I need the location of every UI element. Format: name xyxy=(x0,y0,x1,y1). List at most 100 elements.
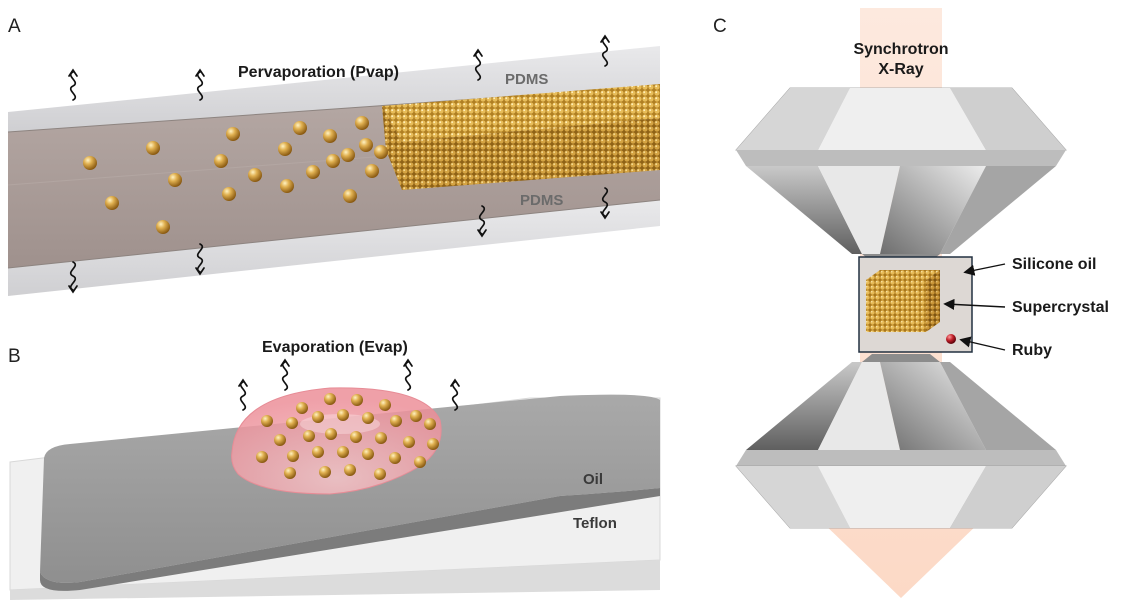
supercrystal-label: Supercrystal xyxy=(1012,299,1109,316)
particle xyxy=(424,418,436,430)
channel-edge-bottom xyxy=(7,199,661,269)
vapor-wave-icon xyxy=(195,68,205,101)
panel-b: B xyxy=(8,339,661,600)
crown-facet xyxy=(736,88,850,150)
particle xyxy=(293,121,307,135)
vapor-waves-bottom-a xyxy=(68,187,610,294)
panel-c: C xyxy=(713,8,1109,598)
pavilion-facet xyxy=(940,362,1056,450)
pdms-top-wall xyxy=(8,46,660,132)
pavilion-facet xyxy=(940,166,1056,254)
vapor-wave-icon xyxy=(600,187,610,220)
particle xyxy=(214,154,228,168)
particle xyxy=(403,436,415,448)
particle xyxy=(83,156,97,170)
beam-label-line2: X-Ray xyxy=(878,61,923,78)
particle xyxy=(374,468,386,480)
evaporating-droplet xyxy=(231,387,442,495)
upper-girdle xyxy=(736,150,1066,166)
particle xyxy=(324,393,336,405)
crown-facet xyxy=(818,466,986,528)
supercrystal-front-face xyxy=(402,118,660,190)
supercrystal-arrow xyxy=(943,298,1006,311)
particle xyxy=(355,116,369,130)
particle xyxy=(390,415,402,427)
vapor-wave-icon xyxy=(68,261,78,294)
particle xyxy=(326,154,340,168)
pavilion-facet xyxy=(746,362,862,450)
particle xyxy=(278,142,292,156)
particle xyxy=(284,467,296,479)
particle xyxy=(427,438,439,450)
particle xyxy=(312,446,324,458)
particle xyxy=(156,220,170,234)
silicone-oil-label: Silicone oil xyxy=(1012,256,1096,273)
pavilion-facet xyxy=(818,166,900,254)
particle xyxy=(286,417,298,429)
vapor-wave-icon xyxy=(600,34,610,67)
crown-facet xyxy=(950,466,1066,528)
particle xyxy=(261,415,273,427)
droplet-particles xyxy=(256,393,439,480)
particle xyxy=(287,450,299,462)
vapor-wave-icon xyxy=(403,358,413,391)
particle xyxy=(362,448,374,460)
particle xyxy=(146,141,160,155)
teflon-edge xyxy=(10,560,660,600)
lower-girdle xyxy=(736,450,1066,466)
particle xyxy=(362,412,374,424)
pdms-top-label: PDMS xyxy=(505,71,548,88)
particle xyxy=(222,187,236,201)
ruby-arrow xyxy=(959,336,1006,351)
particle xyxy=(379,399,391,411)
lower-diamond-anvil xyxy=(735,354,1067,529)
particle xyxy=(226,127,240,141)
crown-facet xyxy=(818,88,986,150)
pavilion-facet xyxy=(818,362,900,450)
particle xyxy=(274,434,286,446)
particle xyxy=(248,168,262,182)
particle xyxy=(344,464,356,476)
supercrystal-top-face xyxy=(382,84,660,142)
particle xyxy=(168,173,182,187)
panel-a-letter: A xyxy=(8,16,21,37)
culet xyxy=(862,354,940,362)
vapor-wave-icon xyxy=(450,378,460,411)
cube-side-face xyxy=(926,270,940,332)
particle xyxy=(350,431,362,443)
particle xyxy=(343,189,357,203)
oil-edge xyxy=(40,488,660,591)
vapor-waves-b xyxy=(238,358,460,411)
crown-facet xyxy=(950,88,1066,150)
vapor-waves-top-a xyxy=(68,34,610,101)
panel-b-letter: B xyxy=(8,346,21,367)
ruby-sphere xyxy=(946,334,956,344)
evaporation-title: Evaporation (Evap) xyxy=(262,339,408,356)
teflon-label: Teflon xyxy=(573,515,617,532)
free-particles-a xyxy=(83,116,388,234)
particle xyxy=(323,129,337,143)
particle xyxy=(256,451,268,463)
vapor-wave-icon xyxy=(473,48,483,81)
beam-label-line1: Synchrotron xyxy=(853,41,948,58)
pdms-bottom-label: PDMS xyxy=(520,192,563,209)
oil-label: Oil xyxy=(583,471,603,488)
pavilion-facet xyxy=(880,166,986,254)
vapor-wave-icon xyxy=(477,205,487,238)
vapor-wave-icon xyxy=(238,378,248,411)
droplet-dome xyxy=(231,387,442,495)
particle xyxy=(325,428,337,440)
pavilion-facet xyxy=(880,362,986,450)
particle xyxy=(105,196,119,210)
supercrystal-block xyxy=(382,84,660,190)
panel-a: A xyxy=(7,16,661,296)
particle xyxy=(414,456,426,468)
particle xyxy=(306,165,320,179)
particle xyxy=(337,409,349,421)
cube-top-face xyxy=(866,270,940,280)
particle xyxy=(374,145,388,159)
crown-facet xyxy=(736,466,850,528)
vapor-wave-icon xyxy=(68,68,78,101)
particle xyxy=(303,430,315,442)
